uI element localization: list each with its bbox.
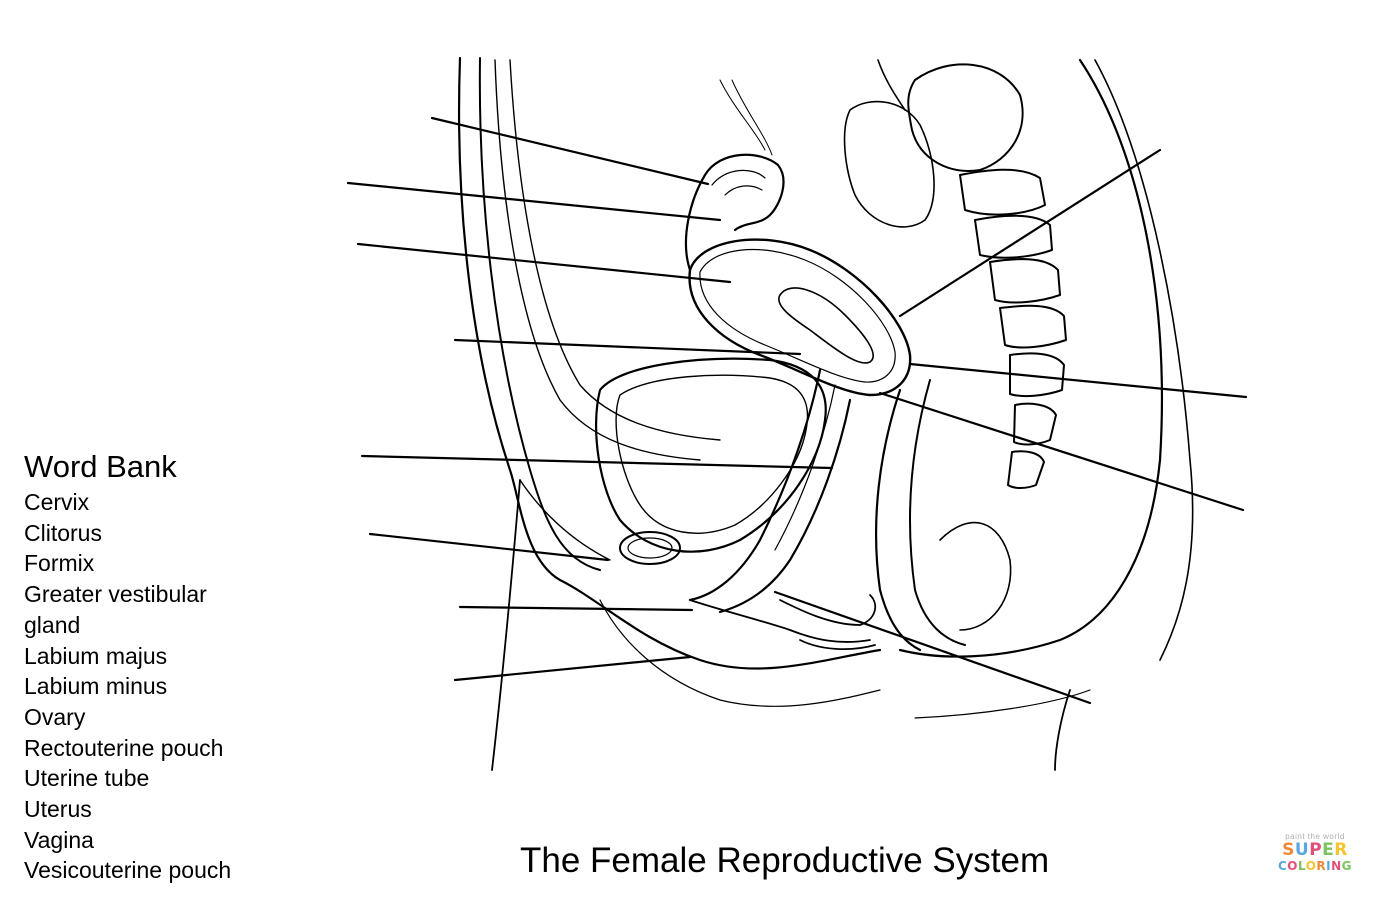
word-bank-item: Rectouterine pouch bbox=[24, 734, 224, 761]
word-bank-item: Uterine tube bbox=[24, 765, 150, 792]
leader-line-4 bbox=[453, 338, 802, 356]
word-bank-item: Vesicouterine pouch bbox=[24, 857, 232, 884]
leader-line-3 bbox=[356, 242, 732, 284]
leader-line-8 bbox=[453, 655, 692, 682]
word-bank-item: Labium majus bbox=[24, 642, 168, 669]
uterine-tube bbox=[684, 79, 785, 272]
vessels bbox=[843, 59, 935, 228]
uterus bbox=[688, 238, 912, 397]
site-logo: paint the world SUPER COLORING bbox=[1273, 832, 1357, 873]
leader-line-10 bbox=[908, 362, 1248, 399]
logo-word-super: SUPER bbox=[1282, 840, 1348, 860]
word-bank-item: Cervix bbox=[24, 489, 90, 515]
word-bank-item: Uterus bbox=[24, 796, 92, 823]
rectum bbox=[874, 379, 1012, 652]
logo-word-coloring: COLORING bbox=[1277, 859, 1353, 873]
leader-line-12 bbox=[773, 590, 1092, 705]
word-bank-item: Clitorus bbox=[24, 519, 102, 546]
pubic-bone bbox=[619, 531, 681, 565]
leader-line-7 bbox=[458, 605, 694, 612]
external-genitalia bbox=[689, 594, 877, 650]
word-bank: Word Bank Cervix Clitorus Formix Greater… bbox=[24, 449, 231, 886]
vagina bbox=[688, 368, 852, 614]
logo-tagline: paint the world bbox=[1285, 832, 1345, 841]
page-title: The Female Reproductive System bbox=[520, 841, 1050, 880]
leader-line-9 bbox=[898, 148, 1162, 318]
word-bank-item: Formix bbox=[24, 550, 95, 577]
abdominal-wall bbox=[494, 59, 721, 561]
leader-line-11 bbox=[878, 391, 1245, 512]
leader-line-1 bbox=[430, 116, 710, 186]
leader-line-6 bbox=[368, 532, 610, 562]
word-bank-item: Greater vestibular bbox=[24, 581, 207, 608]
word-bank-heading: Word Bank bbox=[24, 449, 177, 484]
body-outline bbox=[457, 56, 1194, 771]
bladder bbox=[594, 357, 827, 553]
word-bank-item: gland bbox=[24, 611, 81, 638]
leader-lines bbox=[346, 116, 1248, 705]
leader-line-2 bbox=[346, 181, 722, 222]
sacrum bbox=[907, 63, 1067, 489]
word-bank-item: Ovary bbox=[24, 703, 86, 730]
word-bank-item: Vagina bbox=[24, 826, 94, 853]
leader-line-5 bbox=[360, 454, 834, 470]
word-bank-item: Labium minus bbox=[24, 673, 168, 700]
